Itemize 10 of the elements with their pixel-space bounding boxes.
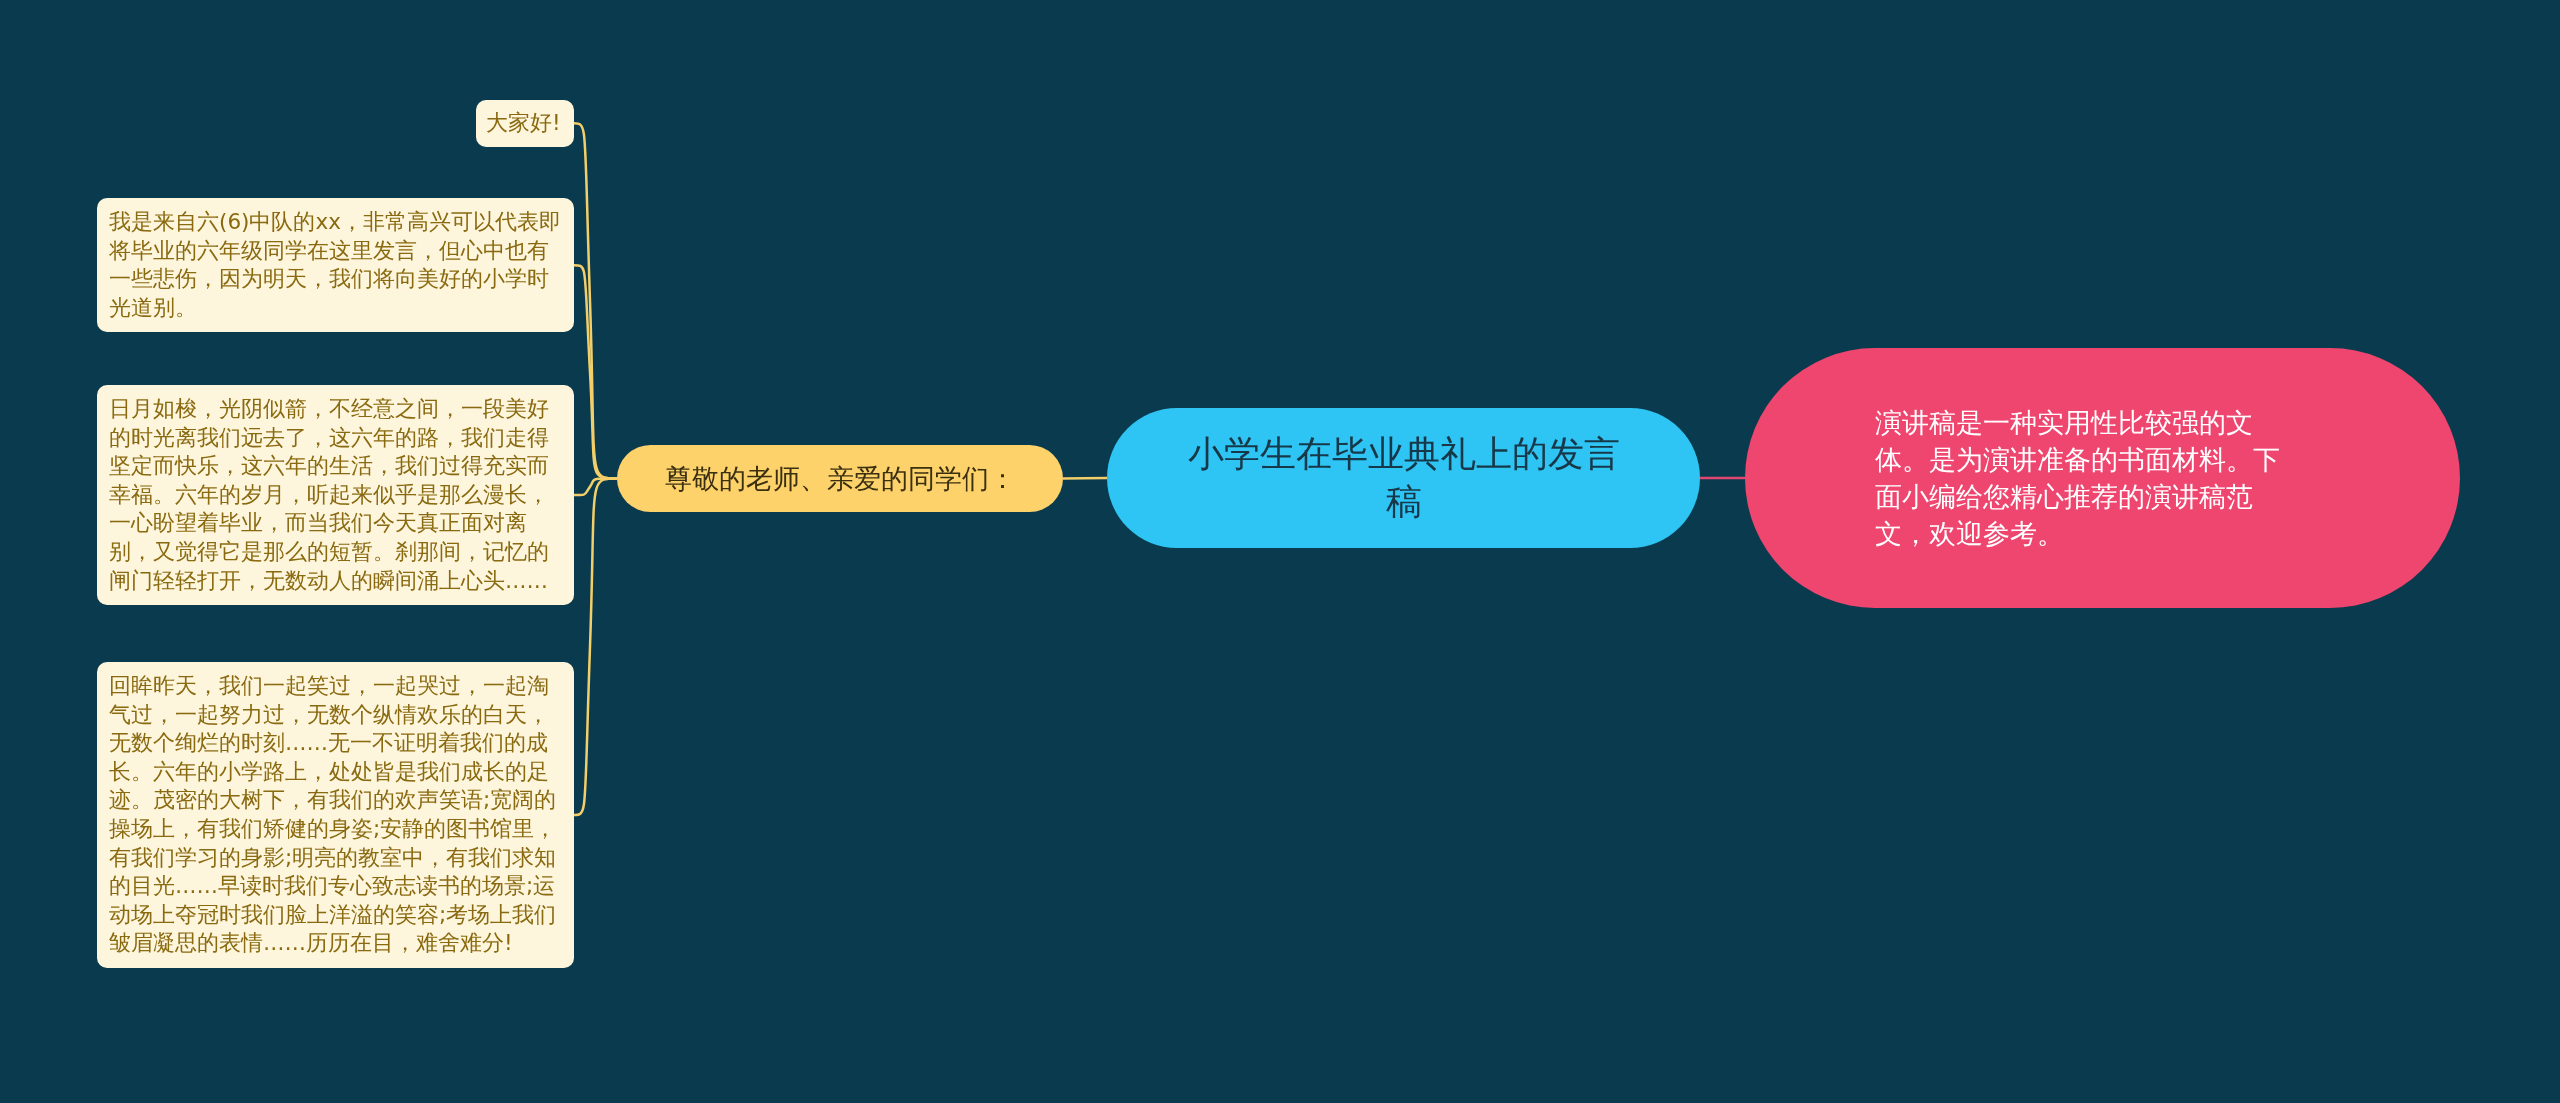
connector-line xyxy=(573,477,617,817)
text-card: 大家好! xyxy=(476,100,574,147)
topic-box: 尊敬的老师、亲爱的同学们： xyxy=(617,445,1063,512)
connector-line xyxy=(1063,476,1107,480)
central-topic: 小学生在毕业典礼上的发言稿 xyxy=(1107,408,1700,548)
connector-line xyxy=(1700,476,1745,480)
text-card: 回眸昨天，我们一起笑过，一起哭过，一起淘气过，一起努力过，无数个纵情欢乐的白天，无数个绚烂的时刻……无一不证明着我们的成长。六年的小学路上，处处皆是我们成长的足迹。茂密的大树下，有我们的欢声笑语;宽阔的操场上，有我们矫健的身姿;安静的图书馆里，有我们学习的身影;明亮的教室中，有我们求知的目光……早读时我们专心致志读书的场景;运动场上夺冠时我们脸上洋溢的笑容;考场上我们皱眉凝思的表情……历历在目，难舍难分! xyxy=(97,662,574,968)
topic-bubble: 演讲稿是一种实用性比较强的文体。是为演讲准备的书面材料。下面小编给您精心推荐的演讲稿范文，欢迎参考。 xyxy=(1745,348,2460,608)
text-card: 我是来自六(6)中队的xx，非常高兴可以代表即将毕业的六年级同学在这里发言，但心中也有一些悲伤，因为明天，我们将向美好的小学时光道别。 xyxy=(97,198,574,333)
text-card: 日月如梭，光阴似箭，不经意之间，一段美好的时光离我们远去了，这六年的路，我们走得坚定而快乐，这六年的生活，我们过得充实而幸福。六年的岁月，听起来似乎是那么漫长，一心盼望着毕业，而当我们今天真正面对离别，又觉得它是那么的短暂。刹那间，记忆的闸门轻轻打开，无数动人的瞬间涌上心头…… xyxy=(97,385,574,606)
